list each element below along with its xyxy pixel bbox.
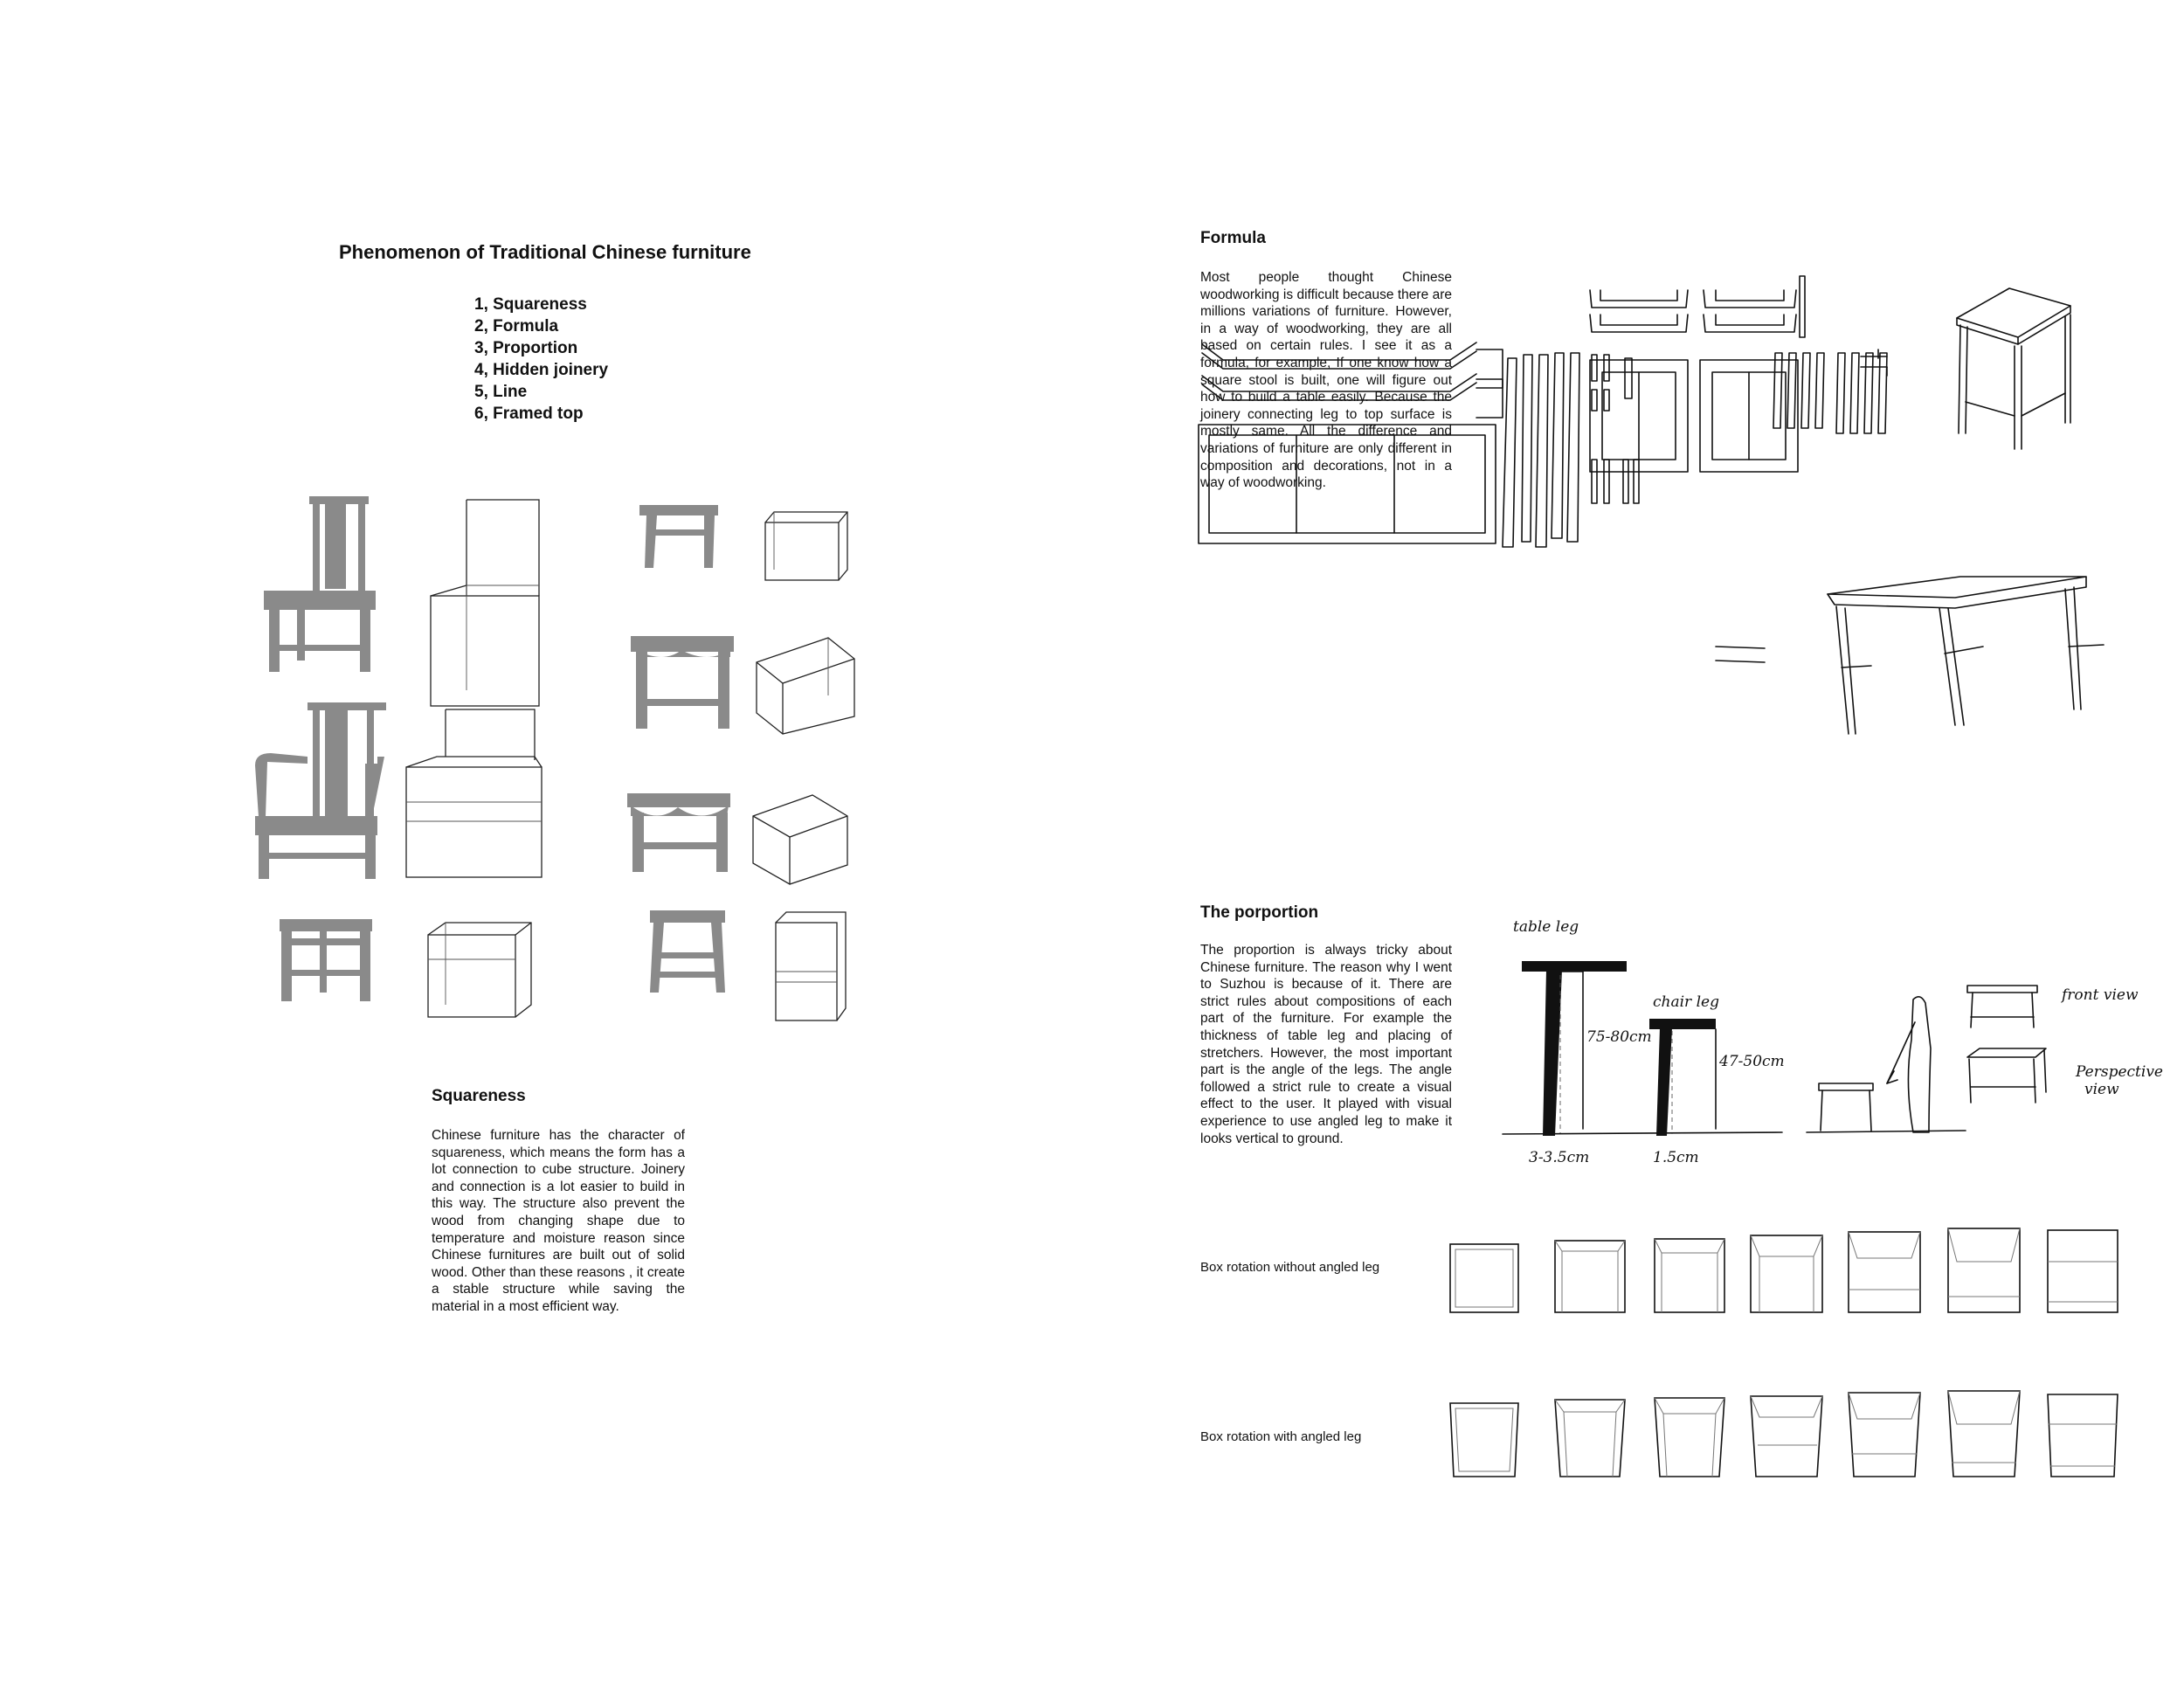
perspective-view-label: Perspective <box>2075 1063 2163 1081</box>
stool-box-abstraction <box>756 637 855 735</box>
rotation-box <box>2047 1229 2118 1313</box>
chair-height-label: 47-50cm <box>1718 1053 1785 1070</box>
rotation-box <box>1947 1390 2021 1477</box>
rotation-box <box>2047 1394 2118 1477</box>
square-stool-silhouette <box>631 636 734 729</box>
formula-sketches <box>1198 275 2105 735</box>
box-rotation-row-without-angled-leg <box>1449 1228 2118 1313</box>
table-height-label: 75-80cm <box>1586 1028 1652 1046</box>
table-leg-label: table leg <box>1513 918 1579 936</box>
chair-thickness-label: 1.5cm <box>1653 1149 1699 1166</box>
squareness-heading: Squareness <box>432 1087 526 1105</box>
box-row-label: Box rotation without angled leg <box>1200 1260 1380 1275</box>
page-title: Phenomenon of Traditional Chinese furnit… <box>339 241 751 263</box>
front-view-table-sketch <box>1966 985 2038 1028</box>
chair-box-abstraction <box>430 499 540 707</box>
box-rotation-row-with-angled-leg <box>1449 1390 2118 1477</box>
rotation-box <box>1654 1238 1725 1313</box>
table-thickness-label: 3-3.5cm <box>1529 1149 1589 1166</box>
table-box-abstraction <box>427 922 532 1018</box>
principle-item: 3, Proportion <box>474 339 578 357</box>
bench-silhouette <box>639 505 718 568</box>
cube-box-abstraction <box>752 794 848 885</box>
equals-sign-1 <box>1860 356 1888 368</box>
chair-leg-label: chair leg <box>1653 993 1719 1011</box>
front-view-label: front view <box>2060 986 2139 1004</box>
equals-sign-2 <box>1715 646 1766 663</box>
principle-item: 5, Line <box>474 383 528 401</box>
squareness-paragraph: Chinese furniture has the character of s… <box>432 1128 685 1314</box>
principles-list: 1, Squareness 2, Formula 3, Proportion 4… <box>474 294 608 425</box>
tall-stool-silhouette <box>650 910 725 993</box>
waisted-stool-silhouette <box>627 793 730 872</box>
rotation-box <box>1848 1231 1921 1313</box>
table-parts-sketch <box>1198 342 1640 548</box>
viewer-stool-sketch <box>1806 996 1966 1133</box>
perspective-view-table-sketch <box>1966 1048 2047 1103</box>
table-leg-sketch <box>1502 961 1783 1136</box>
armchair-box-abstraction <box>405 709 543 878</box>
assembled-table-sketch <box>1827 576 2105 735</box>
principle-item: 2, Formula <box>474 317 559 336</box>
furniture-squareness-illustration <box>255 496 855 1021</box>
rotation-box <box>1750 1395 1823 1477</box>
square-table-silhouette <box>280 919 372 1001</box>
rotation-box <box>1848 1392 1921 1477</box>
tall-box-abstraction <box>775 911 847 1021</box>
rotation-box <box>1449 1402 1519 1477</box>
yoke-back-chair-silhouette <box>264 496 376 672</box>
proportion-sketches: table leg 75-80cm 3-3.5cm chair leg 47-5… <box>1502 918 2163 1166</box>
perspective-view-label-2: view <box>2084 1081 2119 1098</box>
formula-heading: Formula <box>1200 229 1266 247</box>
proportion-heading: The porportion <box>1200 903 1319 922</box>
box-row-label: Box rotation with angled leg <box>1200 1429 1362 1444</box>
proportion-paragraph: The proportion is always tricky about Ch… <box>1200 943 1452 1146</box>
assembled-stool-sketch <box>1956 287 2071 450</box>
principle-item: 1, Squareness <box>474 295 587 314</box>
chair-leg-sketch <box>1649 1019 1717 1136</box>
rotation-box <box>1947 1228 2021 1313</box>
stool-parts-sketch <box>1589 275 1888 473</box>
rotation-box <box>1449 1243 1519 1313</box>
principle-item: 6, Framed top <box>474 405 584 423</box>
principle-item: 4, Hidden joinery <box>474 361 609 379</box>
rotation-box <box>1554 1240 1626 1313</box>
rotation-box <box>1554 1399 1626 1477</box>
armchair-silhouette <box>255 702 386 879</box>
rotation-box <box>1750 1235 1823 1313</box>
rotation-box <box>1654 1397 1725 1477</box>
bench-box-abstraction <box>764 511 848 581</box>
